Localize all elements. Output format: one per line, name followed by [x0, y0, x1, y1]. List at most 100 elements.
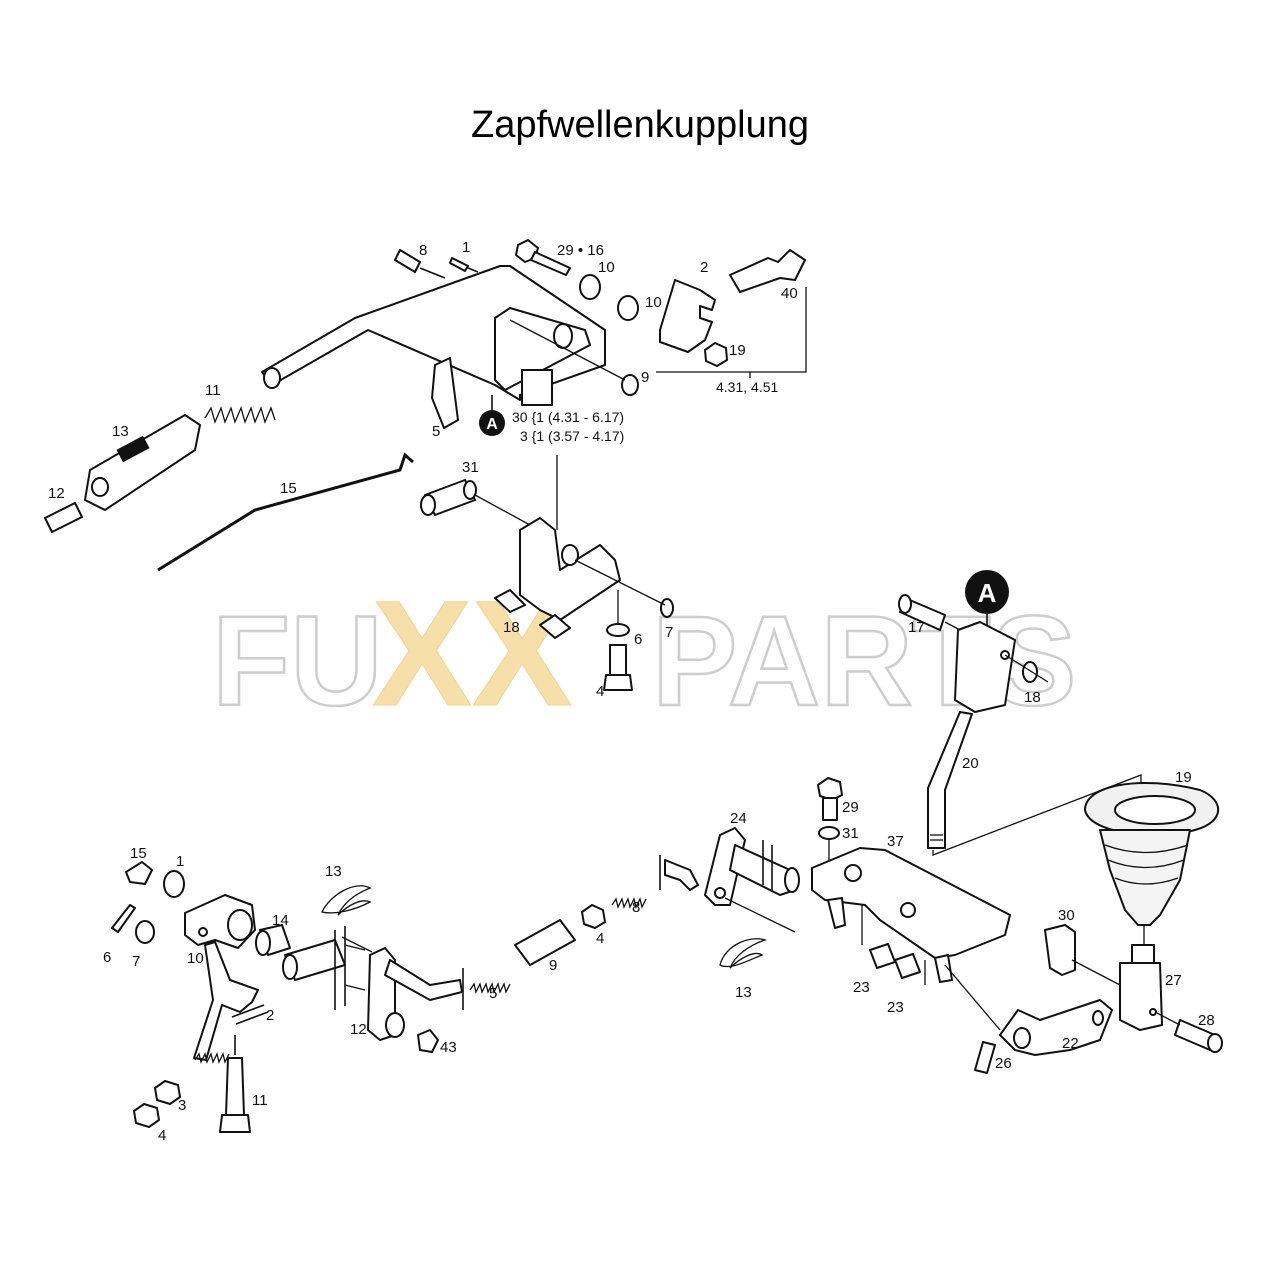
diagram-title: Zapfwellenkupplung — [470, 104, 809, 146]
label-1: 1 — [176, 853, 184, 870]
part-13-clip-left — [321, 885, 372, 916]
label-27: 27 — [1165, 972, 1182, 989]
part-18-clip — [1022, 661, 1038, 683]
part-27-clevis — [1119, 962, 1163, 1031]
part-5-thread — [469, 982, 511, 994]
label-11: 11 — [252, 1092, 268, 1109]
part-27-top — [1131, 944, 1155, 964]
part-7-clip — [660, 598, 674, 618]
reference-marker-a-upper: A — [479, 395, 505, 436]
part-1-circlip — [163, 870, 185, 898]
reference-marker-a-lower: A — [965, 570, 1009, 630]
label-31: 31 — [842, 825, 859, 842]
label-24: 24 — [730, 810, 747, 827]
label-13-a: 13 — [325, 863, 342, 880]
label-7: 7 — [132, 953, 140, 970]
part-11-bolt — [225, 1057, 245, 1116]
part-19-nut — [704, 342, 728, 367]
label-4-a: 4 — [158, 1127, 166, 1144]
watermark-fu: FU — [212, 590, 383, 733]
middle-right-assembly: A 17 18 20 — [898, 570, 1142, 856]
variant-note-2: 3 {1 (3.57 - 4.17) — [520, 428, 624, 444]
part-18-bearing-block — [519, 517, 621, 621]
label-26: 26 — [995, 1055, 1012, 1072]
label-10-b: 10 — [645, 294, 662, 311]
part-20-rod — [927, 711, 973, 849]
label-14: 14 — [272, 912, 289, 929]
part-19-boot-bellows — [1099, 829, 1191, 926]
label-1: 1 — [462, 239, 470, 256]
bushing-10-a — [579, 274, 601, 300]
upper-assembly: A 8 1 29 • 16 10 10 2 40 19 9 5 11 13 12… — [44, 239, 807, 700]
part-11-spring — [204, 406, 276, 424]
label-23-b: 23 — [887, 999, 904, 1016]
label-8: 8 — [632, 899, 640, 916]
part-8-thread — [611, 897, 647, 909]
part-6-split-pin — [111, 904, 136, 933]
label-10: 10 — [187, 950, 204, 967]
part-9-hex-coupler — [514, 919, 576, 966]
part-18-foot-left — [494, 589, 526, 613]
label-6: 6 — [634, 631, 642, 648]
part-23-bushing-b — [894, 953, 921, 979]
part-29-bolt-shank — [822, 797, 838, 821]
label-37: 37 — [887, 833, 904, 850]
bolt-29-16-shank — [530, 251, 571, 276]
label-29: 29 — [842, 799, 859, 816]
bracket-note: 4.31, 4.51 — [716, 379, 778, 395]
part-31-washer — [818, 826, 840, 840]
svg-text:A: A — [486, 416, 498, 433]
label-18: 18 — [503, 619, 520, 636]
part-29-bolt-head — [817, 777, 843, 801]
label-8: 8 — [419, 242, 427, 259]
part-6-washer — [606, 623, 630, 637]
handle-symbol-plate — [116, 435, 150, 463]
label-5: 5 — [432, 423, 440, 440]
label-4: 4 — [596, 683, 604, 700]
part-1-roll-pin — [449, 257, 469, 272]
label-15: 15 — [280, 480, 297, 497]
part-26-roll-pin — [974, 1041, 996, 1074]
rod-end-bent — [664, 859, 699, 891]
svg-text:A: A — [978, 578, 997, 608]
label-18: 18 — [1024, 689, 1041, 706]
part-5-plate — [431, 357, 459, 429]
label-17: 17 — [908, 619, 925, 636]
label-29-16: 29 • 16 — [557, 242, 604, 259]
part-4-nut-b — [581, 904, 606, 929]
part-8-pin — [394, 249, 421, 273]
bushing-10-b — [617, 295, 639, 321]
part-13-clip-right — [719, 938, 768, 969]
plate-bottom — [521, 369, 553, 406]
part-12-pin — [44, 502, 83, 533]
lower-assembly: 15 1 6 7 10 14 2 3 4 11 13 12 43 5 9 4 8… — [103, 769, 1223, 1144]
part-40-switch — [729, 249, 806, 293]
label-19: 19 — [729, 342, 746, 359]
label-12: 12 — [350, 1021, 367, 1038]
label-2: 2 — [700, 259, 708, 276]
part-2-bracket — [659, 279, 716, 353]
lever-tube-end — [263, 367, 281, 389]
label-31: 31 — [462, 459, 479, 476]
label-30: 30 — [1058, 907, 1075, 924]
part-9-washer — [621, 374, 639, 396]
part-15-grease-nipple — [125, 861, 153, 885]
part-13-handle — [84, 414, 201, 511]
part-4-bolt — [609, 644, 627, 676]
label-13-b: 13 — [735, 984, 752, 1001]
variant-note-1: 30 {1 (4.31 - 6.17) — [512, 409, 624, 425]
label-28: 28 — [1198, 1012, 1215, 1029]
bracket-line-40 — [656, 287, 807, 373]
label-23-a: 23 — [853, 979, 870, 996]
handle-hole — [91, 477, 109, 497]
label-19: 19 — [1175, 769, 1192, 786]
part-3-nut — [154, 1080, 181, 1105]
part-30-clip — [1044, 924, 1076, 976]
rod-bend — [384, 959, 463, 1001]
part-15-rod — [157, 452, 414, 572]
label-2: 2 — [266, 1007, 274, 1024]
part-7-washer — [135, 920, 155, 944]
label-15: 15 — [130, 845, 147, 862]
part-23-bushing-a — [869, 943, 896, 969]
